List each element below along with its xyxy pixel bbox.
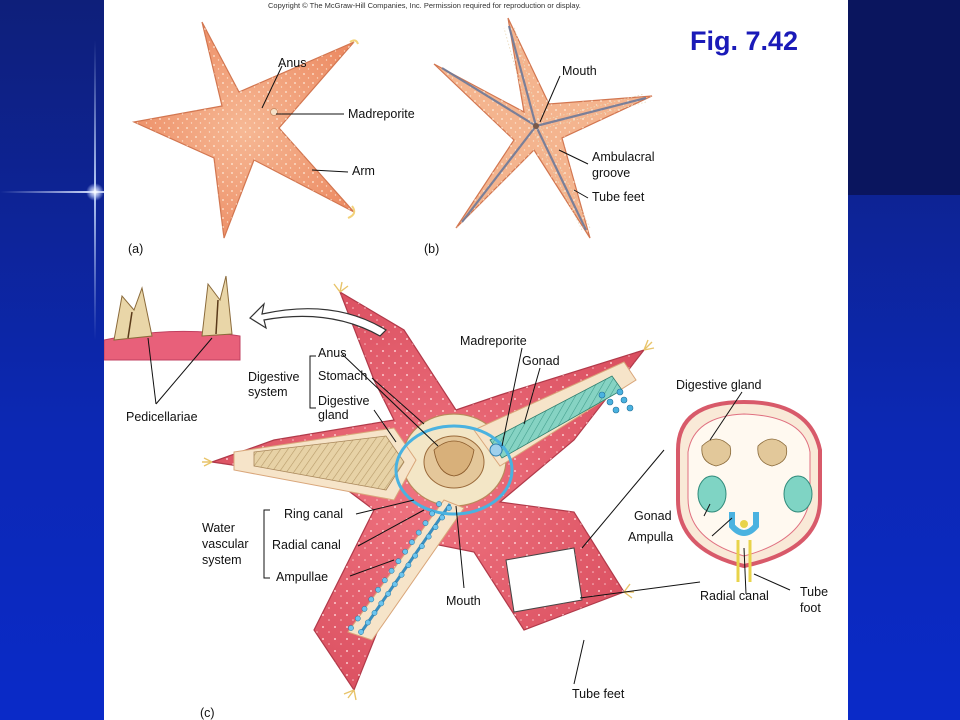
- label-xs-ampulla: Ampulla: [628, 530, 674, 544]
- ampulla-bead: [354, 615, 361, 622]
- ampulla-bead: [368, 596, 375, 603]
- label-a-arm: Arm: [352, 164, 375, 178]
- label-xs-tube-foot-2: foot: [800, 601, 821, 615]
- ampulla-bead: [375, 586, 381, 593]
- ampulla-bead: [398, 571, 405, 578]
- label-c-mouth: Mouth: [446, 594, 481, 608]
- lens-flare-core: [86, 183, 104, 201]
- ampulla-bead: [388, 567, 395, 574]
- label-c-digestive-gland-1: Digestive: [318, 394, 370, 408]
- ampulla-bead: [385, 590, 391, 597]
- label-digestive-system-1: Digestive: [248, 370, 300, 384]
- ampulla-bead: [419, 543, 425, 550]
- ampulla-bead: [409, 539, 415, 546]
- panel-tag-b: (b): [424, 242, 440, 256]
- label-xs-digestive-gland: Digestive gland: [676, 378, 762, 392]
- ampullae-dots: [348, 501, 452, 635]
- pedicellariae-inset: [104, 275, 241, 361]
- label-b-ambulacral: Ambulacral: [592, 150, 655, 164]
- ampulla-bead: [425, 533, 432, 540]
- starfish-illustration: [104, 17, 822, 701]
- starfish-a-aboral: [131, 21, 359, 239]
- tube-feet-tufts: [202, 281, 655, 701]
- ampulla-bead: [432, 524, 439, 530]
- section-leaders: [579, 449, 701, 599]
- ampulla-bead: [439, 514, 446, 521]
- label-c-anus: Anus: [318, 346, 347, 360]
- ampulla-bead: [378, 600, 385, 607]
- leader-lines-b: [539, 75, 589, 199]
- ampulla-bead: [348, 625, 354, 631]
- label-xs-gonad: Gonad: [634, 509, 672, 523]
- label-a-madreporite: Madreporite: [348, 107, 415, 121]
- label-xs-radial-canal: Radial canal: [700, 589, 769, 603]
- ampulla-bead: [402, 548, 409, 555]
- label-xs-tube-foot-1: Tube: [800, 585, 829, 599]
- copyright-notice: Copyright © The McGraw-Hill Companies, I…: [268, 1, 581, 10]
- label-water-vascular-3: system: [202, 553, 242, 567]
- figure-title: Fig. 7.42: [690, 26, 799, 56]
- panel-tag-a: (a): [128, 242, 144, 256]
- ampulla-bead: [412, 552, 419, 559]
- panel-tag-c: (c): [200, 706, 215, 720]
- label-c-stomach: Stomach: [318, 369, 368, 383]
- ampulla-bead: [415, 529, 422, 536]
- cross-section: [676, 399, 822, 582]
- label-radial-canal: Radial canal: [272, 538, 341, 552]
- ampulla-bead: [429, 510, 436, 517]
- label-b-tube-feet: Tube feet: [592, 190, 645, 204]
- figure-panel: Copyright © The McGraw-Hill Companies, I…: [104, 0, 848, 720]
- label-water-vascular-1: Water: [202, 521, 235, 535]
- label-c-digestive-gland-2: gland: [318, 408, 349, 422]
- label-digestive-system-2: system: [248, 385, 288, 399]
- starfish-b-oral: [433, 17, 653, 239]
- ampulla-bead: [371, 610, 378, 616]
- leader-lines-a: [261, 65, 349, 173]
- ampulla-bead: [364, 619, 371, 626]
- label-ring-canal: Ring canal: [284, 507, 344, 521]
- ampulla-bead: [361, 606, 368, 612]
- leader-lines-c: [147, 337, 791, 685]
- label-b-mouth: Mouth: [562, 64, 597, 78]
- ampulla-bead: [391, 581, 398, 588]
- ampulla-bead: [446, 505, 452, 511]
- label-c-gonad: Gonad: [522, 354, 560, 368]
- ampulla-bead: [358, 629, 364, 635]
- label-pedicellariae: Pedicellariae: [126, 410, 198, 424]
- inset-arrow: [249, 302, 387, 337]
- ampulla-bead: [405, 562, 412, 569]
- ampulla-bead: [436, 501, 442, 507]
- label-water-vascular-2: vascular: [202, 537, 249, 551]
- ampulla-bead: [422, 520, 429, 526]
- brackets: [263, 355, 316, 579]
- label-ampullae: Ampullae: [276, 570, 329, 584]
- ampulla-bead: [395, 558, 402, 565]
- label-b-groove: groove: [592, 166, 631, 180]
- background-dark-block: [848, 0, 960, 195]
- gonad-beads: [598, 388, 634, 414]
- label-c-madreporite: Madreporite: [460, 334, 527, 348]
- label-c-tube-feet: Tube feet: [572, 687, 625, 701]
- ampulla-bead: [381, 577, 388, 584]
- starfish-c-dissected: [211, 290, 646, 692]
- label-a-anus: Anus: [278, 56, 307, 70]
